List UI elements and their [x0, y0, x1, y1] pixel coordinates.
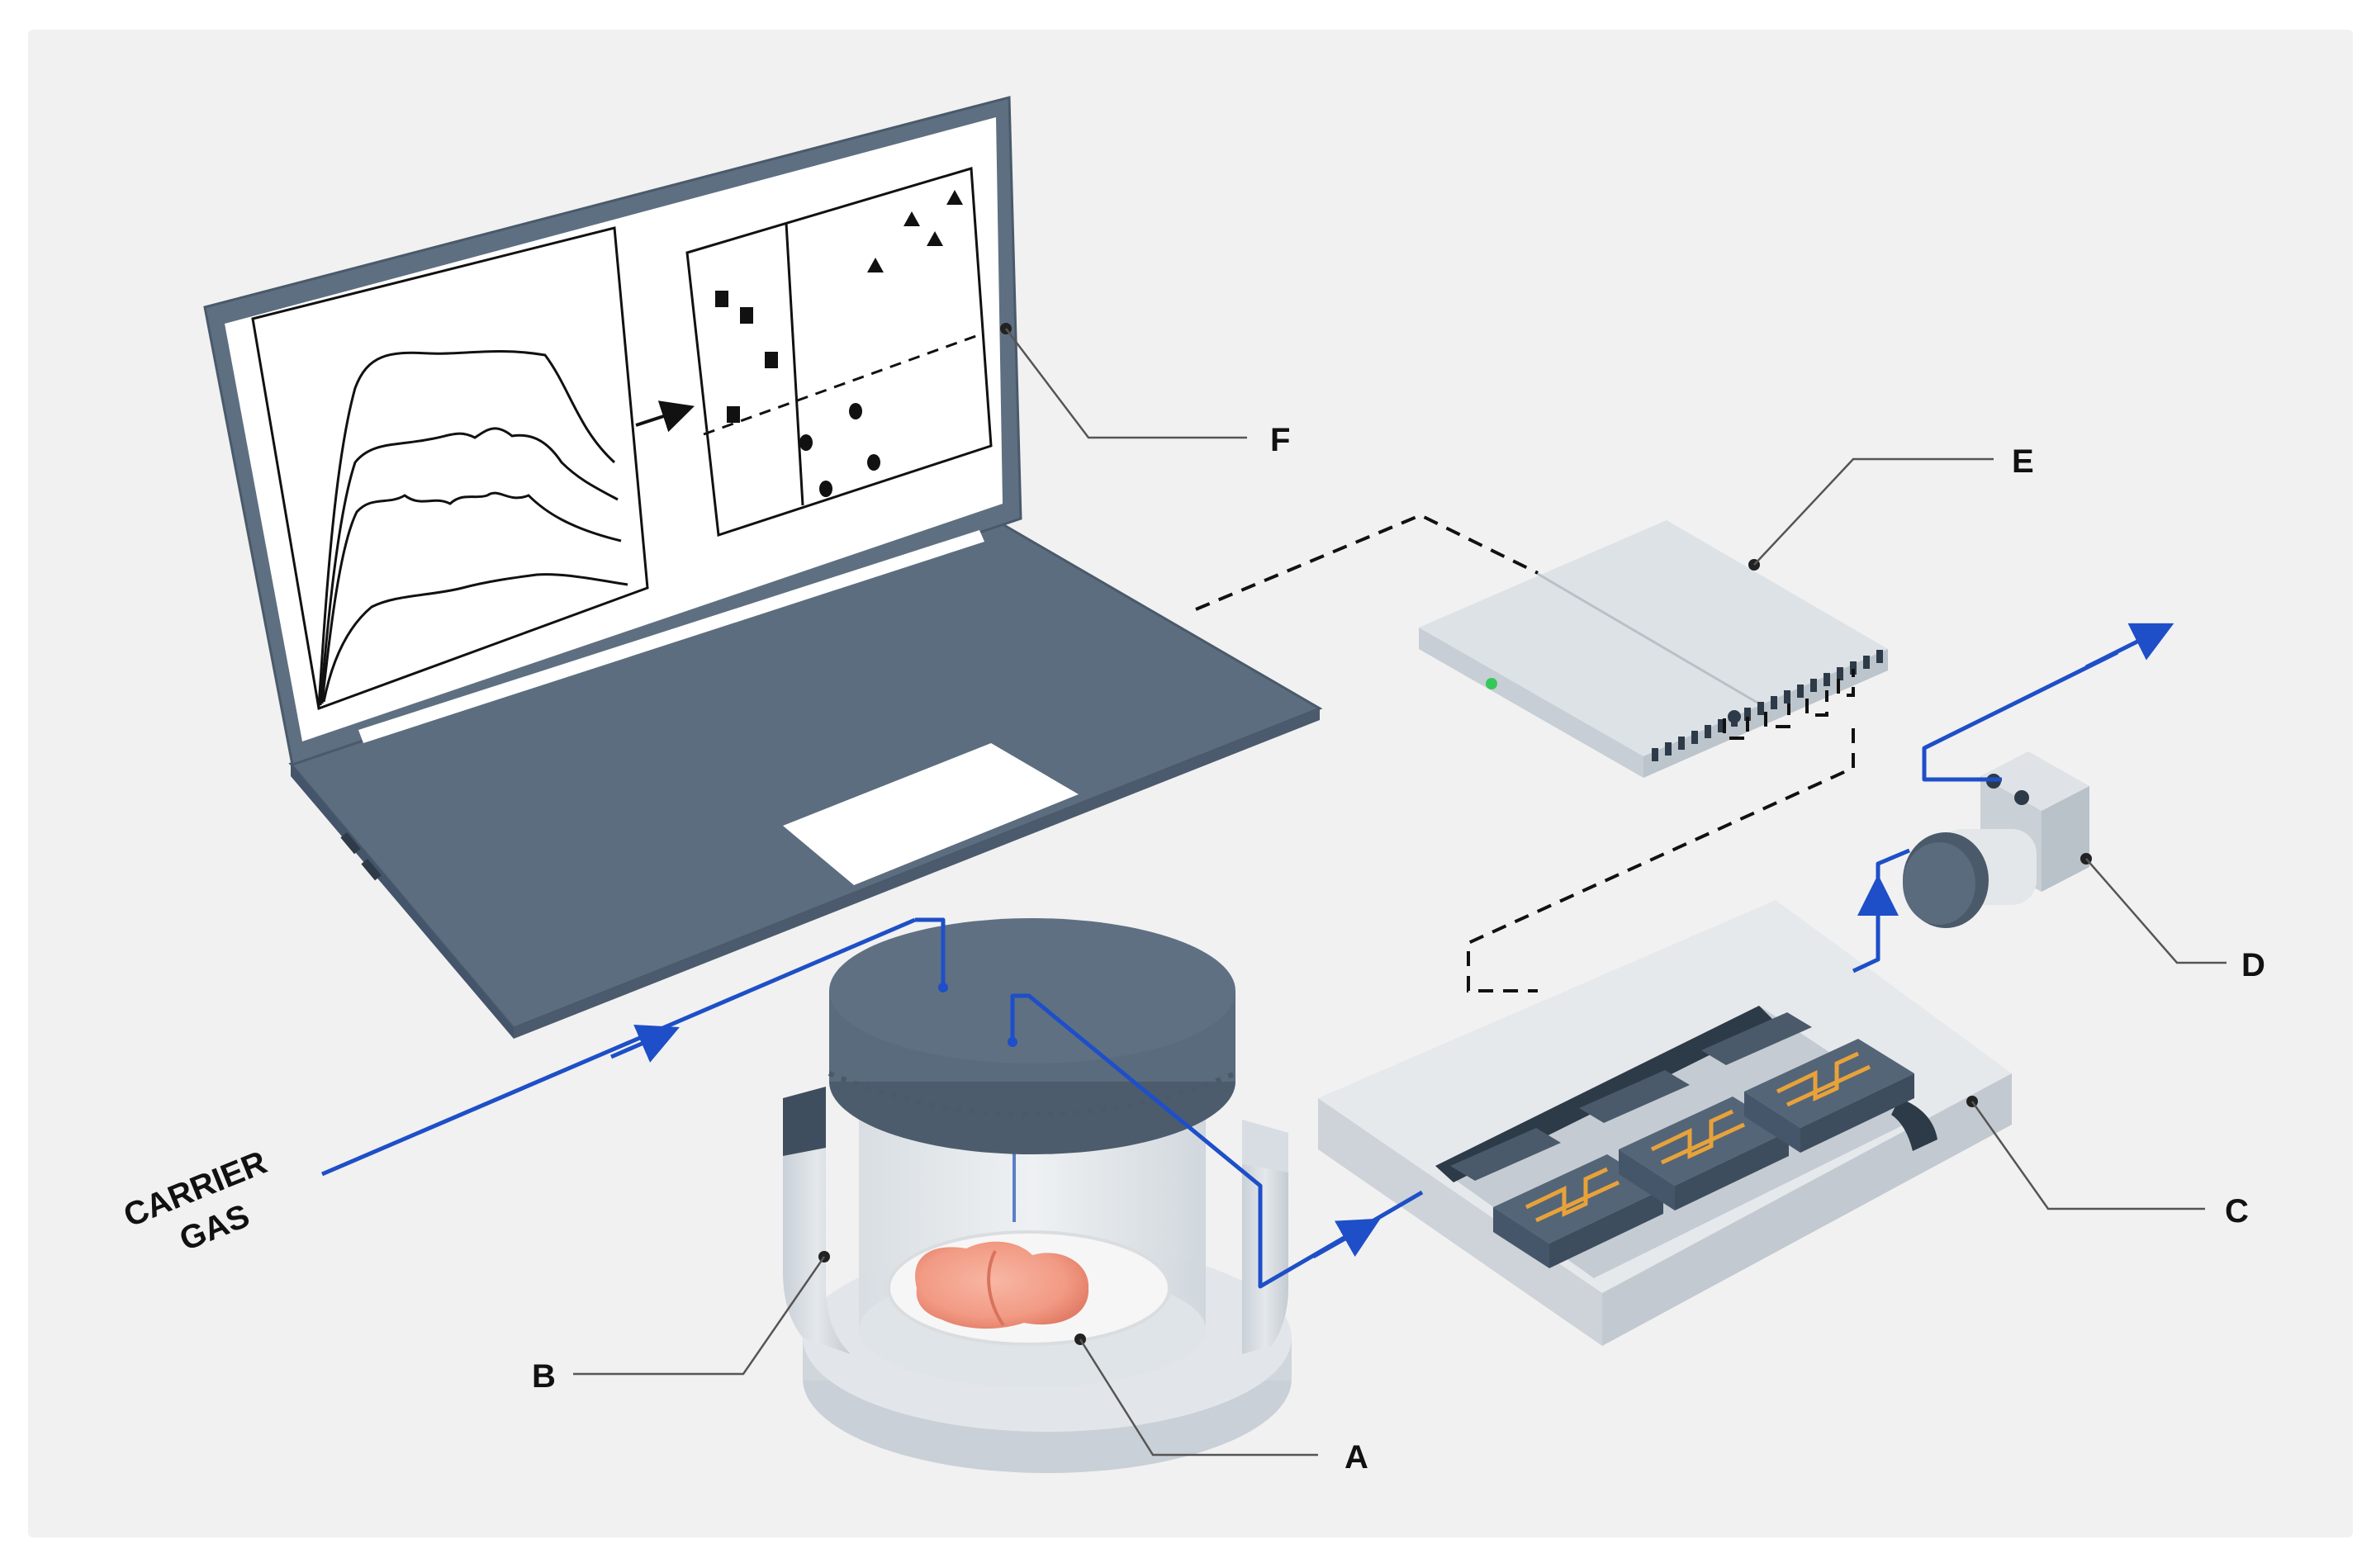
pump-port	[2014, 790, 2029, 805]
cable-daq-pins	[1805, 690, 1828, 717]
holder-wall-right-face	[1242, 1120, 1288, 1172]
pump-motor-cap-face	[1903, 842, 1975, 925]
laptop-base-edge	[291, 764, 514, 1039]
gas-flow-path	[321, 623, 2174, 1289]
circle-marker-icon	[799, 434, 813, 451]
interdigitated-electrode	[1776, 1051, 1871, 1107]
scatter-axis-vertical	[785, 222, 804, 506]
inlet-port-dot	[938, 983, 948, 992]
sensor-array-chamber	[1318, 900, 2012, 1346]
triangle-marker-icon	[903, 211, 920, 226]
laptop-base-front	[514, 708, 1320, 1039]
chamber-front-right	[1602, 1073, 2012, 1346]
daq-seam	[1537, 572, 1758, 704]
response-curve	[320, 491, 622, 704]
pump-body-top	[1980, 751, 2089, 811]
response-curves-chart	[251, 226, 649, 711]
chamber-lip	[1891, 1098, 1937, 1151]
sensor-block	[1701, 1012, 1812, 1065]
label-e: E	[2012, 443, 2034, 480]
triangle-marker-icon	[946, 190, 963, 205]
square-marker-icon	[765, 352, 778, 368]
holder-wall-left-face	[783, 1087, 826, 1156]
daq-front-left	[1419, 628, 1643, 778]
square-marker-icon	[727, 406, 740, 423]
cable-daq-pins	[1764, 703, 1790, 728]
status-led	[1486, 678, 1497, 689]
inlet-to-jar	[915, 917, 946, 988]
laptop-screen	[225, 117, 1003, 741]
flow-arrow	[1311, 1218, 1381, 1259]
interdigitated-electrode	[1525, 1167, 1620, 1223]
scatter-plot-frame	[685, 167, 993, 537]
triangle-marker-icon	[927, 231, 943, 246]
leader-line-b	[573, 1256, 826, 1376]
leader-line-d	[2085, 858, 2227, 964]
flow-arrow	[2084, 623, 2174, 670]
pump-body-side	[2042, 786, 2089, 892]
cable-daq-pins	[1723, 717, 1749, 740]
arrow-right-icon	[635, 400, 695, 433]
label-b: B	[532, 1358, 556, 1395]
pump	[1903, 751, 2092, 928]
sensor-block	[1579, 1070, 1690, 1123]
circle-marker-icon	[849, 403, 862, 419]
usb-port	[340, 831, 361, 855]
cable-laptop-to-daq	[1195, 513, 1539, 611]
usb-port	[361, 859, 382, 881]
triangle-marker-icon	[867, 258, 884, 272]
label-c: C	[2225, 1193, 2249, 1229]
square-marker-icon	[740, 307, 753, 324]
touchpad	[783, 743, 1079, 885]
label-a: A	[1345, 1439, 1368, 1476]
square-marker-icon	[715, 291, 728, 307]
sample-chamber	[783, 918, 1292, 1473]
gas-sensor-3	[1744, 1039, 1914, 1153]
hinge-strip	[358, 530, 984, 743]
sample-meat-fold	[987, 1250, 1005, 1327]
sample-meat	[915, 1241, 1089, 1329]
data-cables	[1195, 513, 1855, 992]
holder-wall-left	[783, 1087, 851, 1354]
jar-lid-knurl	[828, 1071, 1237, 1117]
leader-line-e	[1753, 457, 1994, 566]
response-curve	[322, 573, 628, 703]
pca-scatter-chart	[685, 167, 993, 537]
response-curve	[319, 427, 619, 706]
daq-center-connector	[1728, 710, 1741, 723]
laptop	[203, 96, 1323, 1039]
cable-daq-to-sensor-array	[1467, 728, 1855, 992]
scatter-axis-horizontal-dashed	[703, 332, 984, 436]
interdigitated-electrode	[1650, 1109, 1746, 1165]
gas-sensor-2	[1619, 1097, 1789, 1210]
leader-lines	[573, 328, 2227, 1457]
flow-arrow	[610, 1025, 680, 1063]
label-f: F	[1270, 422, 1290, 458]
response-curve	[317, 349, 616, 708]
label-d: D	[2241, 947, 2265, 983]
gas-sensor-1	[1493, 1154, 1663, 1268]
leader-line-c	[1971, 1101, 2205, 1210]
jar-lid-top	[829, 918, 1235, 1063]
circle-marker-icon	[819, 481, 832, 497]
outlet-port-dot	[1008, 1037, 1017, 1047]
carrier-gas-inlet	[321, 917, 916, 1177]
leader-line-a	[1079, 1338, 1318, 1457]
pump-exhaust	[1922, 650, 2119, 782]
leader-line-f	[1005, 328, 1247, 439]
chamber-front-left	[1318, 1098, 1602, 1346]
curves-plot-frame	[251, 226, 649, 711]
sensor-block	[1450, 1128, 1561, 1181]
cable-daq-pins	[1837, 669, 1855, 697]
jar-to-chamber	[1010, 993, 1424, 1289]
circle-marker-icon	[867, 454, 880, 471]
